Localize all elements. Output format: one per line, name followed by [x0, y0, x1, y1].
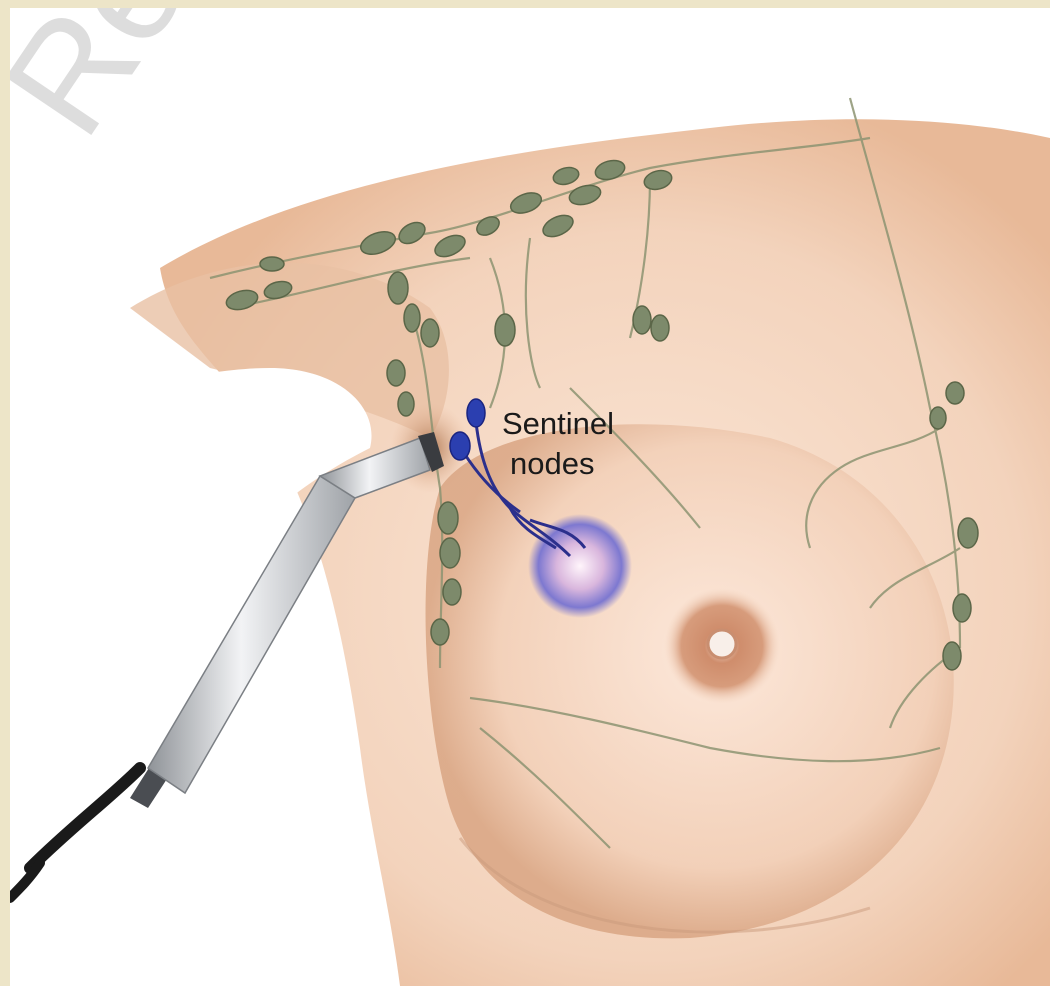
label-line-2: nodes — [502, 444, 662, 484]
label-line-1: Sentinel — [502, 404, 662, 444]
anatomical-illustration: Sentinel nodes Rechte bei der Autorin — [10, 8, 1050, 986]
tumor-icon — [528, 514, 632, 618]
breast-anatomy-drawing — [10, 8, 1050, 986]
sentinel-nodes-label: Sentinel nodes — [502, 404, 662, 484]
drape — [10, 368, 372, 986]
